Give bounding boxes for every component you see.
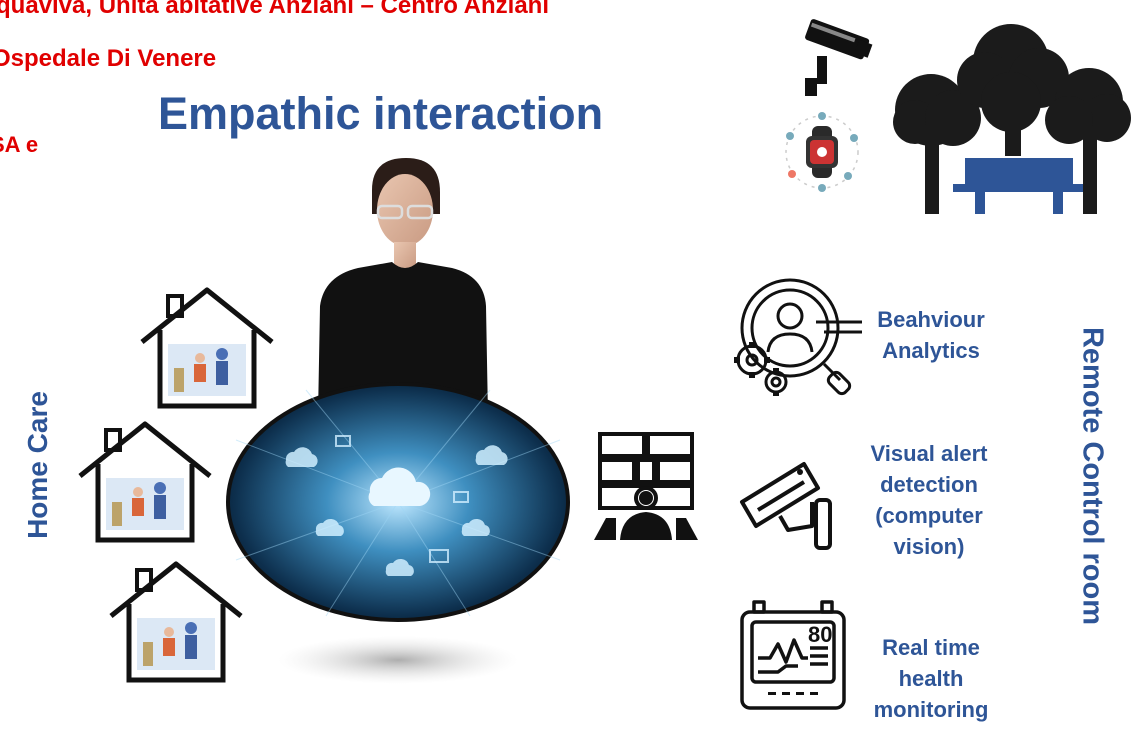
feature-line: Beahviour xyxy=(877,307,985,332)
house-icon xyxy=(78,421,212,543)
header-line-2: Ospedale Di Venere xyxy=(0,45,217,72)
feature-line: vision) xyxy=(893,534,965,559)
feature-line: Real time xyxy=(882,635,980,660)
header-line-3: SA e xyxy=(0,132,39,157)
health-monitor-icon: 80 xyxy=(740,600,846,710)
feature-line: health xyxy=(898,666,964,691)
cloud-datacenter-icon xyxy=(226,382,570,684)
remote-control-room-label: Remote Control room xyxy=(1076,326,1109,626)
health-monitoring-label: Real time health monitoring xyxy=(848,632,1014,725)
park-trees-icon xyxy=(893,24,1131,214)
house-icon xyxy=(140,287,274,409)
cctv-camera-icon xyxy=(805,19,873,96)
feature-line: Visual alert xyxy=(870,441,988,466)
smartwatch-icon xyxy=(785,112,859,192)
visual-alert-label: Visual alert detection (computer vision) xyxy=(846,438,1012,562)
house-icon xyxy=(109,561,243,683)
behaviour-analytics-icon xyxy=(734,278,862,396)
feature-line: (computer xyxy=(875,503,983,528)
home-care-label: Home Care xyxy=(22,391,53,539)
page-title: Empathic interaction xyxy=(158,88,604,139)
security-camera-icon xyxy=(740,462,832,550)
feature-line: detection xyxy=(880,472,978,497)
feature-line: monitoring xyxy=(873,697,989,722)
operator-video-wall-icon xyxy=(594,432,698,540)
woman-figure xyxy=(318,158,488,416)
behaviour-analytics-label: Beahviour Analytics xyxy=(856,304,1006,366)
feature-line: Analytics xyxy=(882,338,980,363)
header-line-1: quaviva, Unità abitative Anziani – Centr… xyxy=(0,0,549,19)
monitor-value: 80 xyxy=(808,622,832,647)
